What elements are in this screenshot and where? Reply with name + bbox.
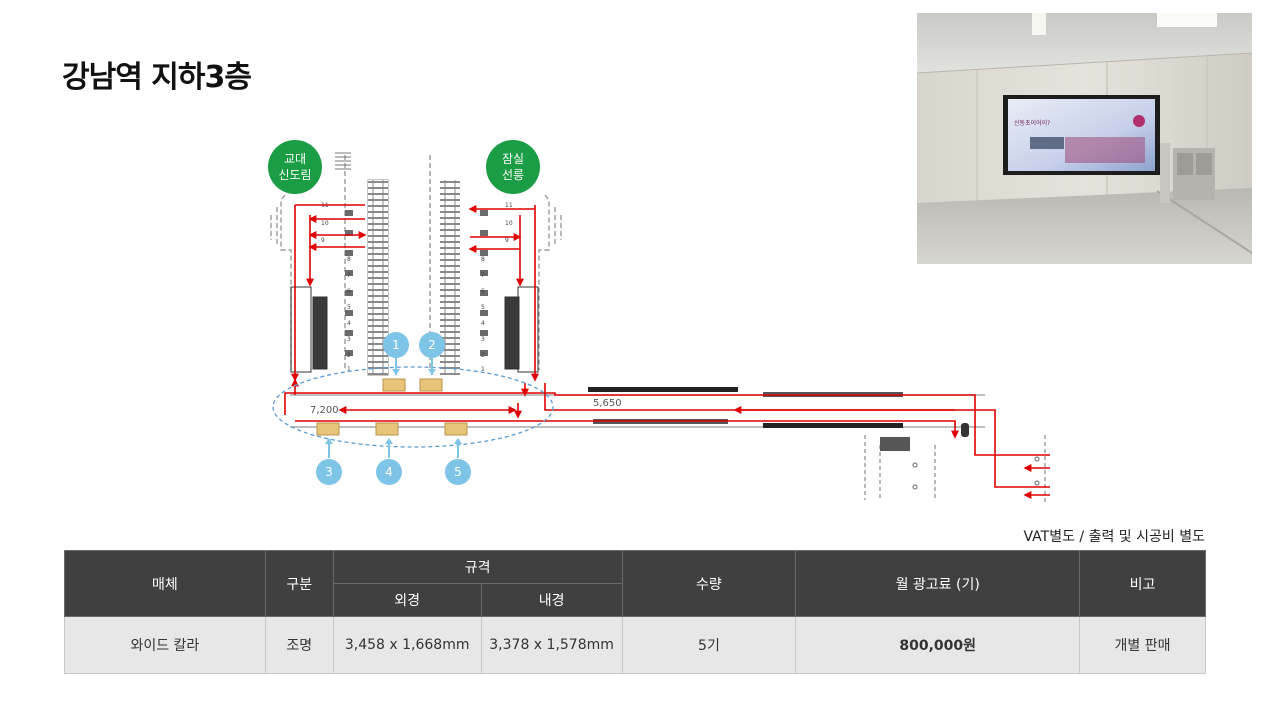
svg-text:4: 4 [481,320,485,327]
svg-text:6: 6 [347,288,351,295]
exit-badge-left: 교대 신도림 [268,140,322,194]
station-photo: 신동초이어이? [917,13,1252,264]
svg-text:신도림: 신도림 [278,168,311,182]
ad-panel-1 [382,378,406,392]
svg-text:3: 3 [347,336,351,343]
header-spec: 규격 [332,550,623,584]
ad-panel-2 [419,378,443,392]
svg-text:2: 2 [347,352,351,359]
table-row: 와이드 칼라 조명 3,458 x 1,668mm 3,378 x 1,578m… [64,616,1206,674]
railway-tracks [367,179,460,376]
marker-heads [325,369,462,444]
flow-arrows [284,204,1050,499]
svg-text:10: 10 [321,220,329,227]
cell-media: 와이드 칼라 [64,616,266,674]
escalators [290,286,539,373]
marker-3 [316,459,342,485]
svg-text:6: 6 [481,288,485,295]
svg-text:1: 1 [481,366,485,373]
header-media: 매체 [64,550,266,617]
cell-qty: 5기 [621,616,797,674]
svg-text:5: 5 [481,304,485,311]
marker-5-label: 5 [454,465,462,479]
markers: 1 2 3 4 5 [316,332,471,485]
lower-right-structure [864,435,1046,505]
svg-text:7: 7 [347,272,351,279]
svg-text:잠실: 잠실 [502,152,524,166]
lower-right-blocks [880,423,1040,490]
svg-text:5: 5 [347,304,351,311]
pricing-note: VAT별도 / 출력 및 시공비 별도 [1023,529,1206,545]
photo-ad-text: 신동초이어이? [1014,119,1050,127]
header-inner: 내경 [480,583,623,617]
svg-text:3: 3 [481,336,485,343]
distance-left: 7,200 [310,405,339,416]
platform-doors [345,210,488,356]
header-remark: 비고 [1079,550,1206,617]
ad-panels [316,378,468,436]
stairs [335,152,351,170]
svg-text:1: 1 [347,366,351,373]
svg-text:선릉: 선릉 [502,168,524,182]
svg-text:4: 4 [347,320,351,327]
spec-table: 매체 구분 규격 수량 월 광고료 (기) 비고 외경 내경 와이드 칼라 조명… [64,550,1206,674]
marker-4 [376,459,402,485]
marker-4-label: 4 [385,465,393,479]
marker-1-label: 1 [392,338,400,352]
marker-2 [419,332,445,358]
svg-text:9: 9 [505,237,509,244]
platform-numbers-right: 11 10 9 8 7 6 5 4 3 2 1 [481,202,513,373]
svg-text:9: 9 [321,237,325,244]
header-qty: 수량 [621,550,797,617]
cell-inner: 3,378 x 1,578mm [480,616,623,674]
ad-panel-5 [444,422,468,436]
ad-panel-4 [375,422,399,436]
svg-text:10: 10 [505,220,513,227]
cell-remark: 개별 판매 [1079,616,1206,674]
ad-panel-3 [316,422,340,436]
marker-2-label: 2 [428,338,436,352]
cell-outer: 3,458 x 1,668mm [332,616,482,674]
ad-zone-outline [272,366,554,448]
exit-badge-right: 잠실 선릉 [486,140,540,194]
svg-text:11: 11 [505,202,513,209]
header-fee: 월 광고료 (기) [795,550,1081,617]
cell-fee: 800,000원 [795,616,1081,674]
floor-plan-diagram: 11 10 9 8 7 6 5 4 3 2 1 11 10 9 8 7 6 5 … [268,140,1050,505]
marker-1 [383,332,409,358]
distance-right: 5,650 [593,398,622,409]
marker-5 [445,459,471,485]
svg-text:8: 8 [347,256,351,263]
marker-3-label: 3 [325,465,333,479]
cell-type: 조명 [264,616,334,674]
svg-text:교대: 교대 [284,152,306,166]
svg-text:8: 8 [481,256,485,263]
header-type: 구분 [264,550,334,617]
page-title: 강남역 지하3층 [62,60,252,95]
svg-text:2: 2 [481,352,485,359]
header-outer: 외경 [332,583,482,617]
svg-text:7: 7 [481,272,485,279]
